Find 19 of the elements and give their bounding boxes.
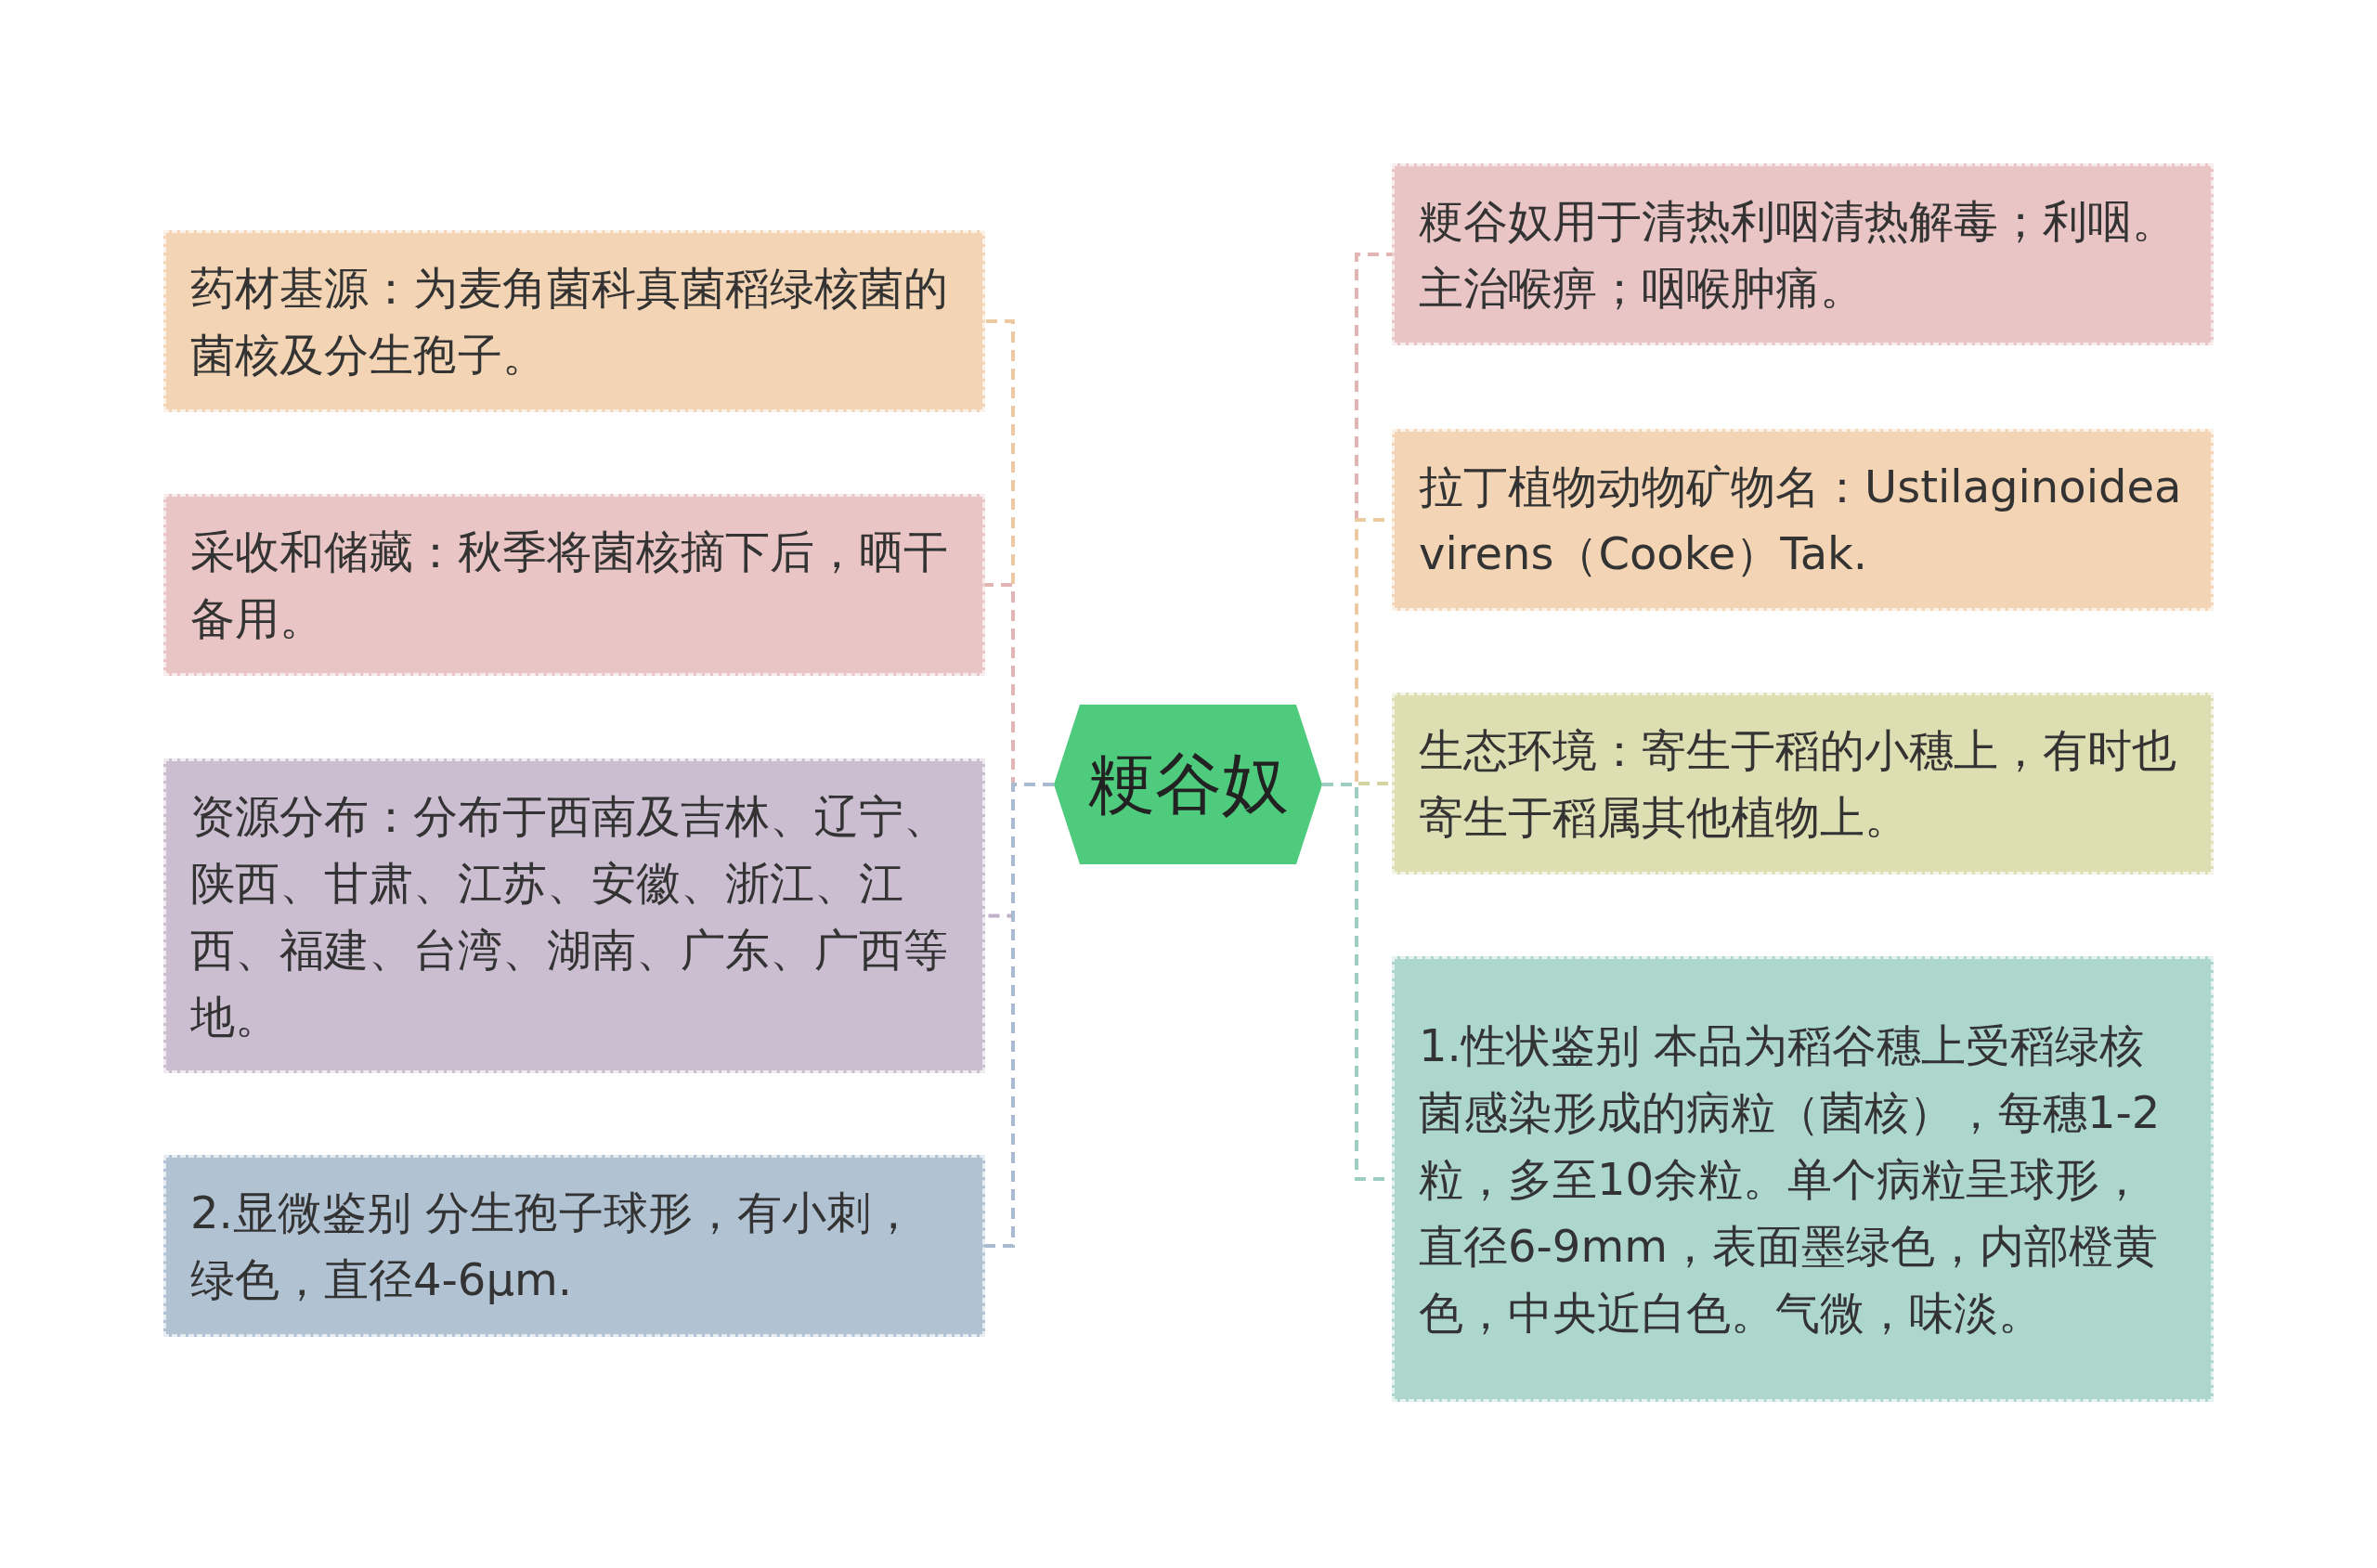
topic-box [163,758,985,1073]
central-hexagon [1054,705,1322,864]
topic-box [163,1155,985,1337]
topic-box [1392,429,2214,611]
topic-box [1392,956,2214,1402]
topic-box [1392,163,2214,345]
topic-title: 粳谷奴 [1087,744,1289,824]
topic-text: 药材基源：为麦角菌科真菌稻绿核菌的菌核及分生孢子。 [190,261,949,382]
topic-text: 粳谷奴用于清热利咽清热解毒；利咽。主治喉痹；咽喉肿痛。 [1419,194,2177,316]
topic-box [163,230,985,412]
topic-text: 采收和储藏：秋季将菌核摘下后，晒干备用。 [190,525,949,646]
topic-box [163,494,985,676]
topic-text: 资源分布：分布于西南及吉林、辽宁、陕西、甘肃、江苏、安徽、浙江、江西、福建、台湾、湖南、广东、广西等地。 [190,788,949,1044]
connector [985,783,1054,1248]
topic-text: 拉丁植物动物矿物名：Ustilaginoidea virens（Cooke）Tak. [1419,460,2183,581]
topic-text: 1.性状鉴别 本品为稻谷穗上受稻绿核菌感染形成的病粒（菌核），每穗1-2粒，多至10余粒。单个病粒呈球形，直径6-9mm，表面墨绿色，内部橙黄色，中央近白色。气微，味淡。 [1419,1018,2162,1341]
topic-text: 生态环境：寄生于稻的小穗上，有时也寄生于稻属其他植物上。 [1419,723,2177,845]
topic-text: 2.显微鉴别 分生孢子球形，有小刺，绿色，直径4-6μm. [190,1186,917,1307]
topic-box [1392,693,2214,875]
